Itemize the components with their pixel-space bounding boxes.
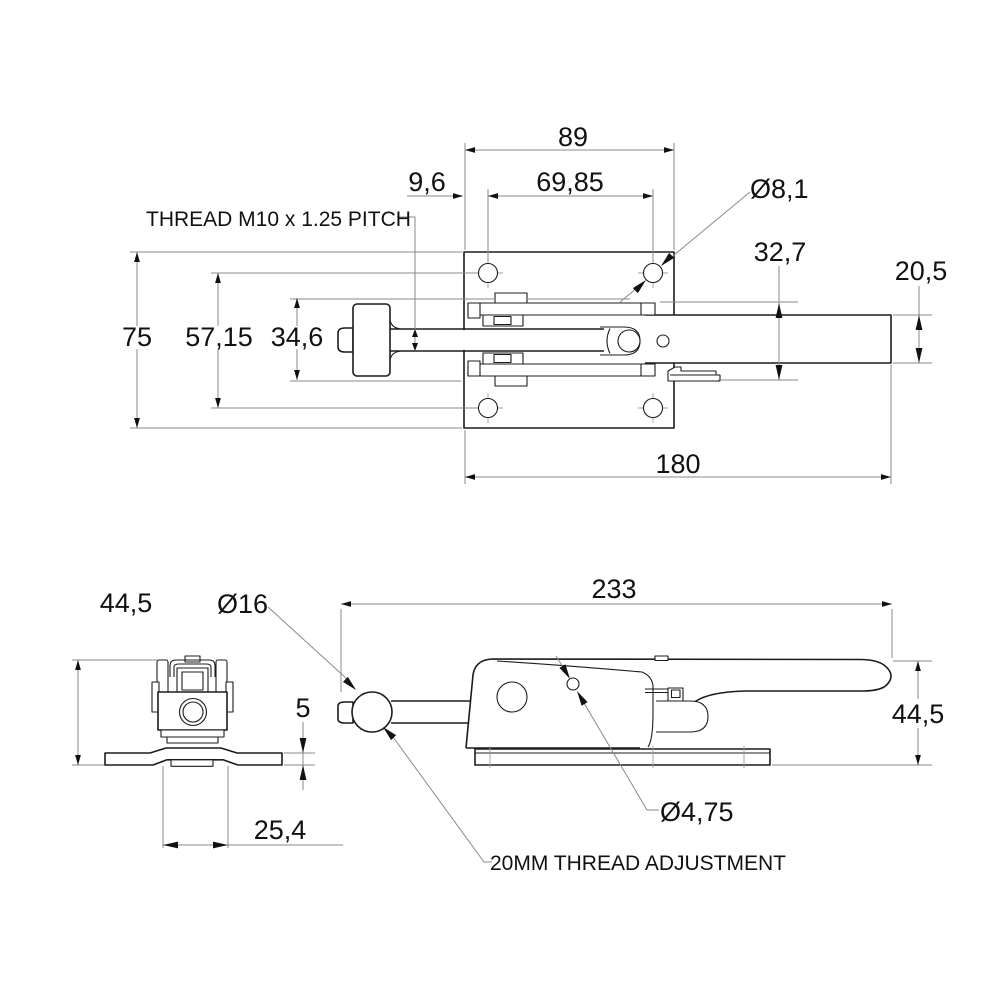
- mounting-hole-tl: [477, 262, 499, 284]
- rod-end-cap: [337, 701, 354, 724]
- dim-plate-height: 75: [122, 322, 152, 352]
- mounting-hole-tr: [642, 262, 664, 284]
- dim-knob-dia: Ø16: [217, 589, 268, 619]
- center-hole-inner: [182, 701, 204, 723]
- lower-bracket-2: [166, 736, 219, 744]
- lever-bracket-front: [169, 659, 216, 677]
- mounting-hole-bl: [477, 397, 499, 419]
- ubolt-post-right: [215, 659, 228, 694]
- body-fold-edge: [496, 660, 654, 748]
- threaded-rod-plan: [391, 330, 606, 350]
- ball-knob: [351, 691, 393, 733]
- thread-note-leader: [397, 216, 416, 351]
- thread-note: THREAD M10 x 1.25 PITCH: [146, 208, 411, 231]
- adjustment-note: 20MM THREAD ADJUSTMENT: [490, 852, 786, 875]
- dim-latch-depth: 32,7: [754, 237, 807, 267]
- spring-tab-top: [494, 292, 528, 304]
- handle-bar-plan: [650, 315, 891, 363]
- slide-bar-bottom: [467, 363, 656, 377]
- mounting-hole-br: [642, 397, 664, 419]
- threaded-rod-side: [391, 700, 470, 724]
- lower-bracket-1: [160, 729, 225, 738]
- mounting-plate-front: [104, 747, 283, 766]
- dim-edge-to-hole: 9,6: [408, 167, 446, 197]
- dim-plate-width: 89: [558, 122, 588, 152]
- catch-loop-side: [656, 700, 709, 733]
- front-view-dimensions: 44,5 Ø16 5 25,4: [72, 588, 356, 849]
- knob-block-plan: [352, 303, 391, 377]
- dim-plate-thickness: 5: [295, 693, 310, 723]
- side-view: 233 44,5 Ø4,75 20MM THREAD ADJUSTMENT: [337, 574, 947, 875]
- top-view-dimensions: 89 9,6 69,85 Ø8,1 32,7 20,5 75 57,15 34,…: [119, 122, 947, 484]
- mounting-plate-side: [474, 748, 771, 766]
- front-view: 44,5 Ø16 5 25,4: [72, 588, 356, 849]
- catch-hook-plan: [667, 366, 721, 382]
- knob-cap-plan: [337, 327, 354, 353]
- dim-hole-spacing-v: 57,15: [185, 322, 253, 352]
- top-view: 89 9,6 69,85 Ø8,1 32,7 20,5 75 57,15 34,…: [119, 122, 947, 484]
- lever-outline-side: [465, 658, 892, 749]
- pivot-hole-side: [496, 681, 528, 713]
- pivot-pin-hole: [617, 329, 641, 353]
- side-view-dimensions: 233 44,5 Ø4,75 20MM THREAD ADJUSTMENT: [340, 574, 947, 875]
- rivet-hole-side: [566, 677, 580, 691]
- dim-height-front: 44,5: [100, 588, 153, 618]
- knob-dia-leader: [267, 606, 348, 680]
- dim-small-hole-dia: Ø4,75: [660, 797, 734, 827]
- handle-rivet-bump: [654, 655, 669, 662]
- dim-ubolt-width: 34,6: [271, 322, 324, 352]
- dim-hole-spacing-front: 25,4: [254, 815, 307, 845]
- slide-bar-top: [467, 302, 656, 316]
- dim-hole-spacing-h: 69,85: [536, 167, 604, 197]
- dim-height-side: 44,5: [892, 699, 945, 729]
- spring-tab-bottom: [494, 375, 528, 387]
- adjustment-leader: [392, 736, 492, 863]
- center-tab: [184, 655, 201, 663]
- small-hole-leader: [555, 655, 659, 811]
- rivet-hole-plan: [656, 334, 670, 348]
- nut-plate-front: [170, 759, 214, 767]
- dim-overall-length-plan: 180: [655, 449, 700, 479]
- dim-bar-width: 20,5: [895, 256, 948, 286]
- dim-hole-dia: Ø8,1: [750, 174, 809, 204]
- dim-overall-length-side: 233: [591, 574, 636, 604]
